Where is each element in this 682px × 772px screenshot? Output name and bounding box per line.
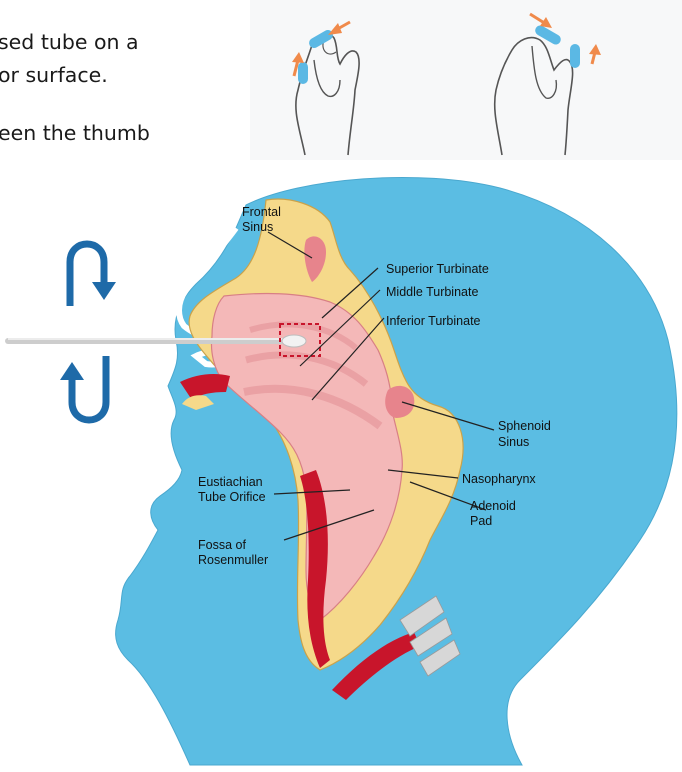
label-nasopharynx: Nasopharynx <box>462 472 536 486</box>
nasal-anatomy-diagram: Frontal Sinus Superior Turbinate Middle … <box>0 160 682 772</box>
pinch-illustration <box>250 0 682 160</box>
label-fossa-1: Fossa of <box>198 538 246 552</box>
instruction-text: sed tube on a or surface. een the thumb <box>0 0 250 160</box>
label-sphenoid-sinus-2: Sinus <box>498 435 529 449</box>
label-eustachian-1: Eustiachian <box>198 475 263 489</box>
label-frontal-sinus-1: Frontal <box>242 205 281 219</box>
label-adenoid-pad-2: Pad <box>470 514 492 528</box>
label-frontal-sinus-2: Sinus <box>242 220 273 234</box>
label-adenoid-pad-1: Adenoid <box>470 499 516 513</box>
rotate-counterclockwise-arrow-icon <box>60 356 106 420</box>
label-middle-turbinate: Middle Turbinate <box>386 285 478 299</box>
instruction-line-1: sed tube on a <box>0 30 139 54</box>
instruction-line-2: or surface. <box>0 63 108 87</box>
instruction-line-3: een the thumb <box>0 121 150 145</box>
label-superior-turbinate: Superior Turbinate <box>386 262 489 276</box>
label-inferior-turbinate: Inferior Turbinate <box>386 314 481 328</box>
label-fossa-2: Rosenmuller <box>198 553 268 567</box>
rotate-clockwise-arrow-icon <box>70 244 116 306</box>
label-sphenoid-sinus-1: Sphenoid <box>498 419 551 433</box>
label-eustachian-2: Tube Orifice <box>198 490 266 504</box>
